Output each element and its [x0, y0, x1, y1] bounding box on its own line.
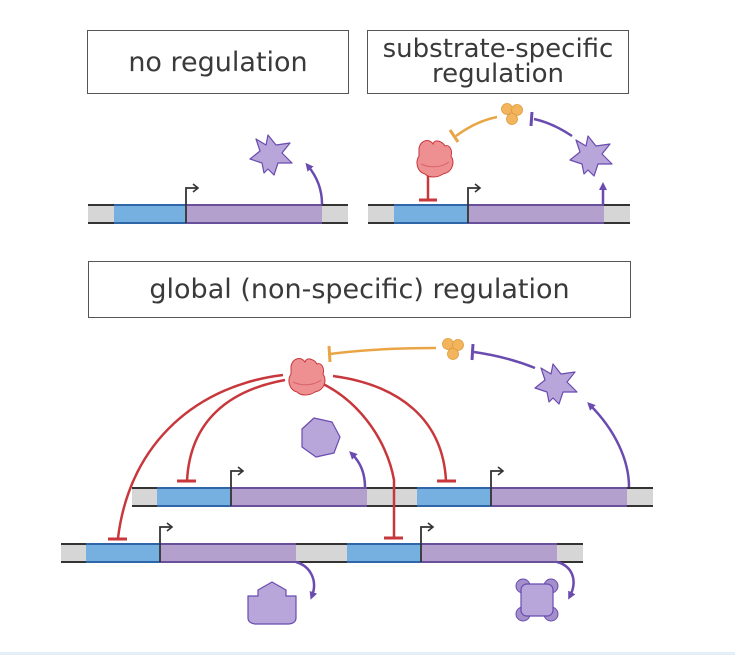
global-regulation-label: global (non-specific) regulation	[149, 274, 570, 305]
gene-coding-region	[160, 544, 296, 562]
promoter-region	[347, 544, 421, 562]
activation-arrow	[556, 560, 576, 600]
inhibition-bar	[448, 129, 460, 143]
substrate-specific-panel	[416, 103, 613, 204]
no-regulation-label: no regulation	[128, 46, 308, 78]
dna-flank-left	[368, 205, 394, 223]
promoter-region	[394, 205, 468, 223]
inhibition-line	[533, 117, 573, 138]
dna-flank-right	[557, 544, 583, 562]
regulator-protein-icon	[416, 140, 454, 178]
gene-construct	[391, 466, 653, 507]
panel-title-no-regulation: no regulation	[87, 30, 349, 94]
inhibition-bar	[470, 343, 475, 361]
gene-construct	[88, 183, 348, 224]
inhibition-line	[455, 115, 498, 138]
substrate-specific-line1: substrate-specific	[382, 34, 614, 65]
activation-arrow	[305, 162, 324, 205]
inhibition-line	[329, 346, 437, 356]
promoter-arrow-icon	[420, 522, 435, 562]
gene-construct	[321, 522, 583, 563]
activation-arrow	[295, 560, 318, 600]
dna-flank-right	[627, 488, 653, 506]
repression-line	[332, 374, 448, 482]
global-regulation-panel	[108, 338, 631, 625]
enzyme-cross-icon	[515, 578, 559, 622]
metabolite-cluster-icon	[501, 103, 523, 125]
promoter-arrow-icon	[230, 466, 245, 506]
enzyme-star-icon	[534, 363, 578, 405]
activation-arrow	[349, 451, 367, 488]
metabolite-cluster-icon	[442, 338, 464, 360]
promoter-region	[86, 544, 160, 562]
repression-line	[185, 378, 286, 482]
no-regulation-panel	[249, 134, 324, 205]
gene-coding-region	[421, 544, 557, 562]
dna-flank-left	[391, 488, 417, 506]
enzyme-star-icon	[249, 134, 293, 176]
promoter-region	[114, 205, 186, 223]
panel-title-global: global (non-specific) regulation	[88, 261, 631, 318]
gene-coding-region	[231, 488, 367, 506]
enzyme-hexagon-icon	[301, 417, 341, 458]
activation-arrow	[587, 402, 631, 488]
promoter-region	[417, 488, 491, 506]
bottom-divider	[0, 652, 735, 655]
dna-flank-left	[321, 544, 347, 562]
dna-flank-left	[132, 488, 157, 506]
dna-flank-left	[61, 544, 86, 562]
gene-coding-region	[186, 205, 322, 223]
panel-title-substrate-specific: substrate-specific regulation	[367, 30, 629, 94]
dna-flank-left	[88, 205, 114, 223]
dna-flank-right	[604, 205, 630, 223]
gene-construct	[61, 522, 346, 563]
promoter-arrow-icon	[490, 466, 505, 506]
enzyme-house-icon	[247, 581, 297, 625]
promoter-region	[157, 488, 231, 506]
substrate-specific-label: substrate-specific regulation	[382, 34, 614, 89]
enzyme-star-icon	[569, 135, 613, 177]
substrate-specific-line2: regulation	[431, 59, 565, 89]
promoter-arrow-icon	[159, 522, 174, 562]
gene-coding-region	[468, 205, 604, 223]
gene-construct	[368, 183, 630, 224]
promoter-arrow-icon	[185, 183, 200, 223]
repression-line	[116, 373, 284, 539]
inhibition-line	[473, 350, 536, 370]
repression-line	[308, 376, 396, 538]
inhibition-bar	[327, 345, 332, 363]
dna-flank-right	[322, 205, 348, 223]
promoter-arrow-icon	[467, 183, 482, 223]
gene-construct	[132, 466, 417, 507]
inhibition-bar	[529, 111, 534, 127]
gene-coding-region	[491, 488, 627, 506]
regulator-protein-icon	[288, 358, 326, 396]
